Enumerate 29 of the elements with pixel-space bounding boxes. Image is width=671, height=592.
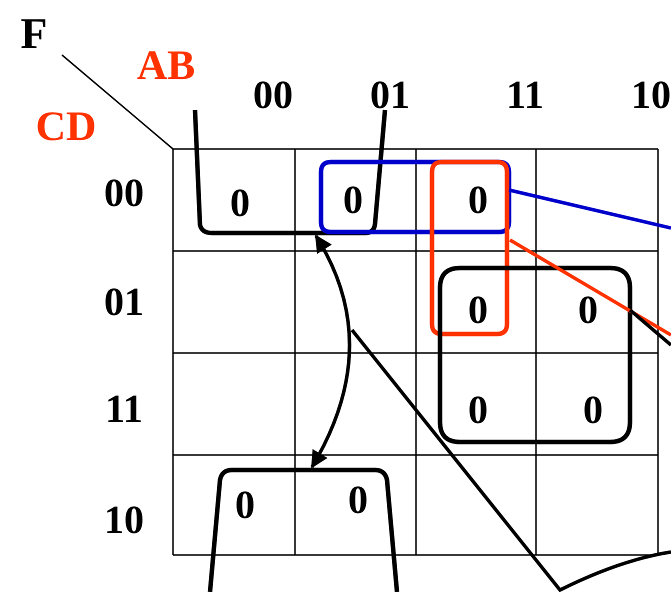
connector-line [509, 238, 671, 336]
group-loop [318, 160, 512, 234]
column-header: 00 [253, 75, 293, 115]
group-loop [438, 266, 632, 444]
variable-label: F [20, 12, 48, 56]
cell-value: 0 [235, 485, 255, 525]
variable-label: CD [36, 106, 96, 148]
column-header: 11 [506, 75, 544, 115]
row-header: 01 [104, 282, 144, 322]
group-loop [430, 160, 510, 336]
column-header: 10 [631, 75, 671, 115]
connector-line [628, 308, 671, 346]
cell-value: 0 [468, 290, 488, 330]
cell-value: 0 [343, 180, 363, 220]
variable-label: AB [136, 45, 196, 87]
row-header: 10 [104, 500, 144, 540]
group-loop [192, 110, 388, 236]
row-header: 00 [104, 173, 144, 213]
cell-value: 0 [583, 390, 603, 430]
column-header: 01 [370, 75, 410, 115]
arrow [310, 234, 352, 469]
cell-value: 0 [348, 480, 368, 520]
group-loop [208, 468, 400, 592]
cell-value: 0 [578, 290, 598, 330]
connector-line [508, 188, 671, 230]
cell-value: 0 [468, 390, 488, 430]
row-header: 11 [105, 389, 143, 429]
cell-value: 0 [468, 180, 488, 220]
cell-value: 0 [230, 183, 250, 223]
